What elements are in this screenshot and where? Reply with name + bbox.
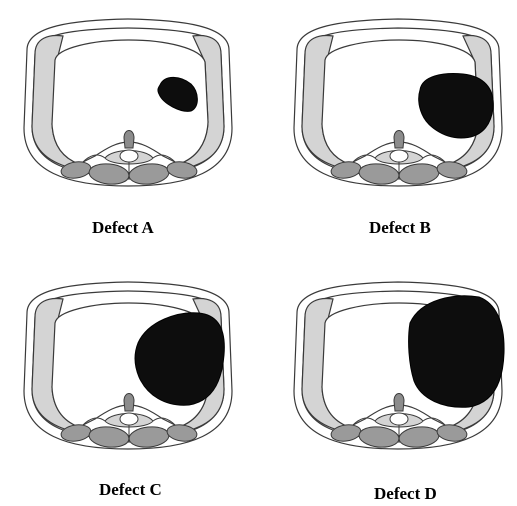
vertebral-process [124,131,134,149]
caption-defect-a: Defect A [92,218,154,238]
caption-defect-c: Defect C [99,480,162,500]
panel-defect-c [13,273,243,453]
caption-defect-d: Defect D [374,484,437,504]
panel-defect-b [283,10,513,190]
thorax-section [13,273,243,453]
vertebral-process [124,394,134,412]
spinal-canal [390,413,408,425]
caption-defect-b: Defect B [369,218,431,238]
spinal-canal [390,150,408,162]
panel-defect-a [13,10,243,190]
thorax-section [13,10,243,190]
vertebral-process [394,131,404,149]
spinal-canal [120,413,138,425]
panel-defect-d [283,273,513,453]
vertebral-process [394,394,404,412]
defect-shape [409,296,504,407]
spinal-canal [120,150,138,162]
thorax-section [283,273,513,453]
thorax-section [283,10,513,190]
